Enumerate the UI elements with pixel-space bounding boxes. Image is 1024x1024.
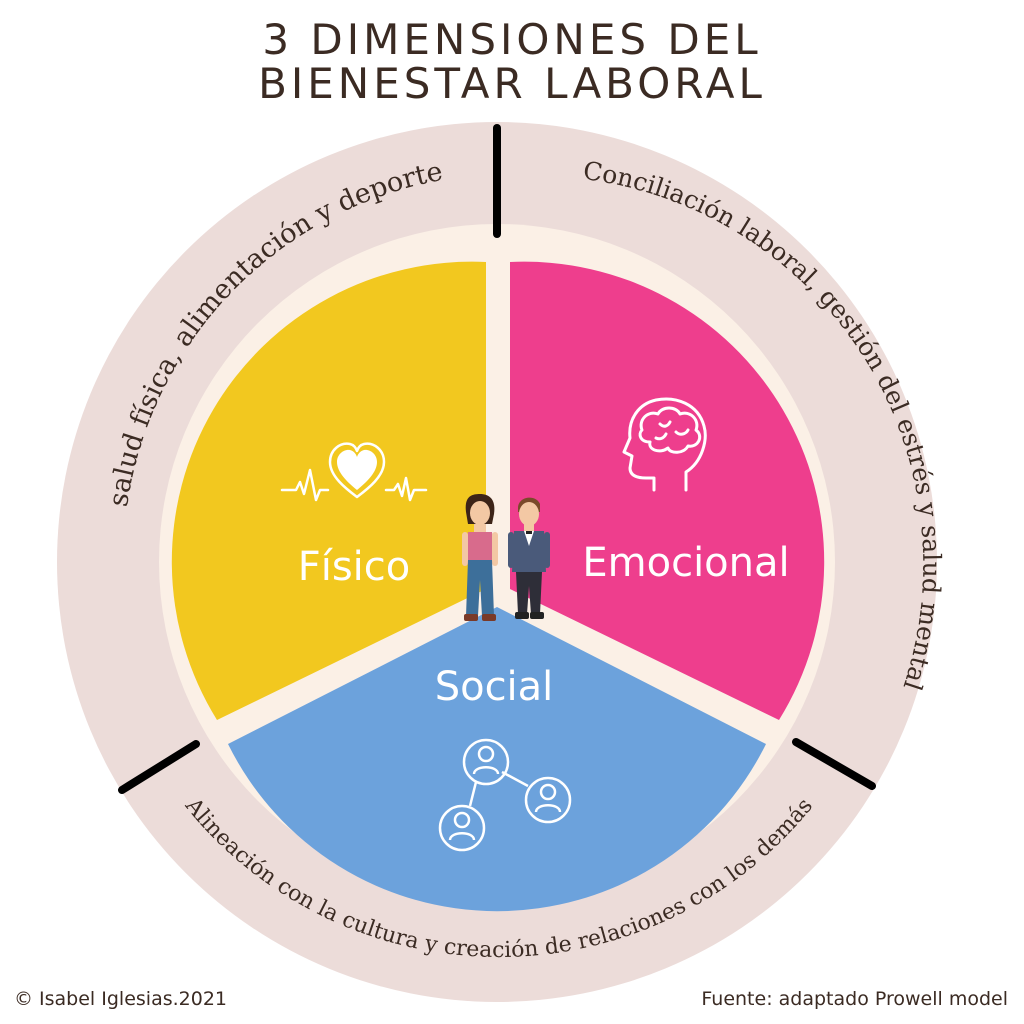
heartbeat-icon (280, 442, 428, 502)
brain-head-icon (622, 397, 707, 492)
credit-text: © Isabel Iglesias.2021 (14, 988, 227, 1010)
social-label: Social (435, 664, 554, 710)
divider-left (118, 740, 200, 794)
woman-icon (462, 494, 498, 621)
segment-social (228, 607, 766, 912)
page-title: 3 DIMENSIONES DEL BIENESTAR LABORAL (0, 18, 1024, 106)
segment-emocional (510, 261, 825, 720)
source-text: Fuente: adaptado Prowell model (701, 988, 1008, 1010)
fisico-label: Físico (298, 544, 411, 590)
title-line-1: 3 DIMENSIONES DEL (262, 15, 762, 64)
emocional-label: Emocional (582, 540, 789, 586)
people-network-icon (438, 738, 572, 852)
title-line-2: BIENESTAR LABORAL (258, 59, 766, 108)
man-icon (508, 497, 550, 619)
divider-right (792, 738, 876, 790)
